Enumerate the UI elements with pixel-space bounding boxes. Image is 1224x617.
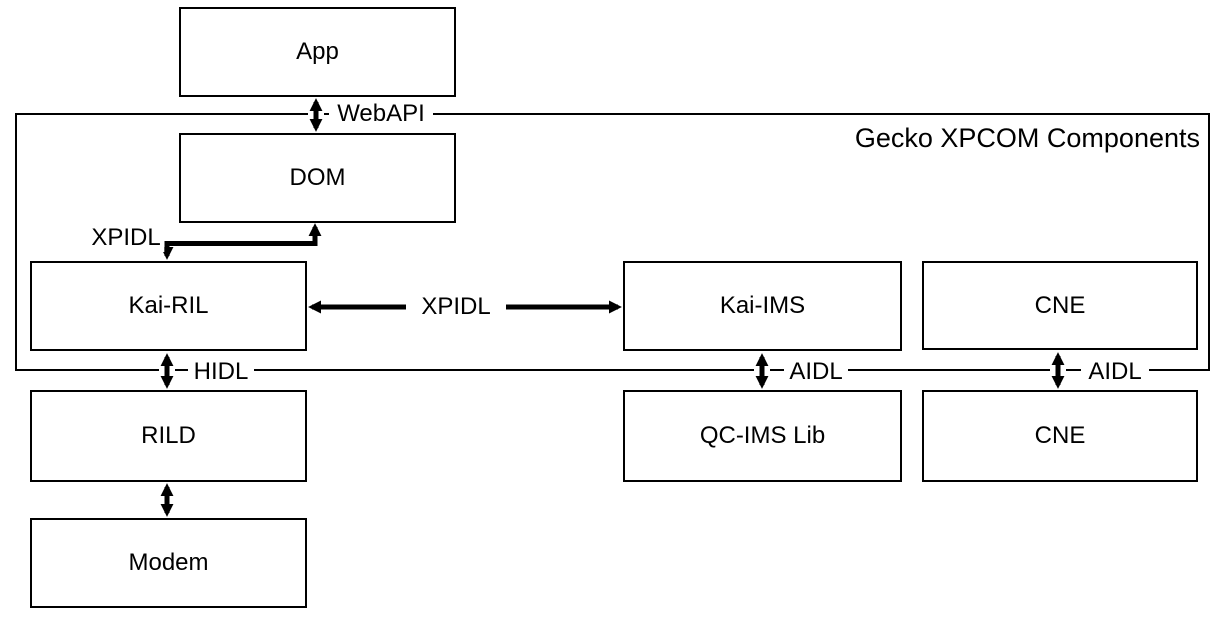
- connector-label-hidl: HIDL: [188, 358, 254, 386]
- connector-label-webapi: WebAPI: [329, 100, 433, 128]
- node-kai-ims: Kai-IMS: [623, 261, 902, 351]
- node-kai-ims-label: Kai-IMS: [719, 292, 806, 319]
- node-modem-label: Modem: [128, 549, 209, 576]
- connector-label-xpidl-dom: XPIDL: [87, 224, 165, 252]
- node-rild-label: RILD: [141, 422, 196, 449]
- node-cne-lower: CNE: [922, 390, 1198, 482]
- node-dom: DOM: [179, 133, 456, 223]
- node-cne-upper-label: CNE: [1034, 291, 1086, 319]
- node-modem: Modem: [30, 518, 307, 608]
- node-kai-ril-label: Kai-RIL: [128, 292, 209, 319]
- node-app-label: App: [296, 38, 339, 65]
- connector-label-xpidl-ims: XPIDL: [406, 293, 506, 321]
- connector-label-aidl-ims: AIDL: [784, 358, 848, 386]
- node-cne-upper: CNE: [922, 261, 1198, 350]
- node-dom-label: DOM: [289, 164, 346, 191]
- node-qc-ims-lib-label: QC-IMS Lib: [699, 422, 826, 449]
- node-app: App: [179, 7, 456, 97]
- node-cne-lower-label: CNE: [1034, 422, 1086, 449]
- node-rild: RILD: [30, 390, 307, 482]
- node-qc-ims-lib: QC-IMS Lib: [623, 390, 902, 482]
- gecko-xpcom-container-label: Gecko XPCOM Components: [854, 123, 1200, 153]
- node-kai-ril: Kai-RIL: [30, 261, 307, 351]
- connector-label-aidl-cne: AIDL: [1081, 358, 1149, 386]
